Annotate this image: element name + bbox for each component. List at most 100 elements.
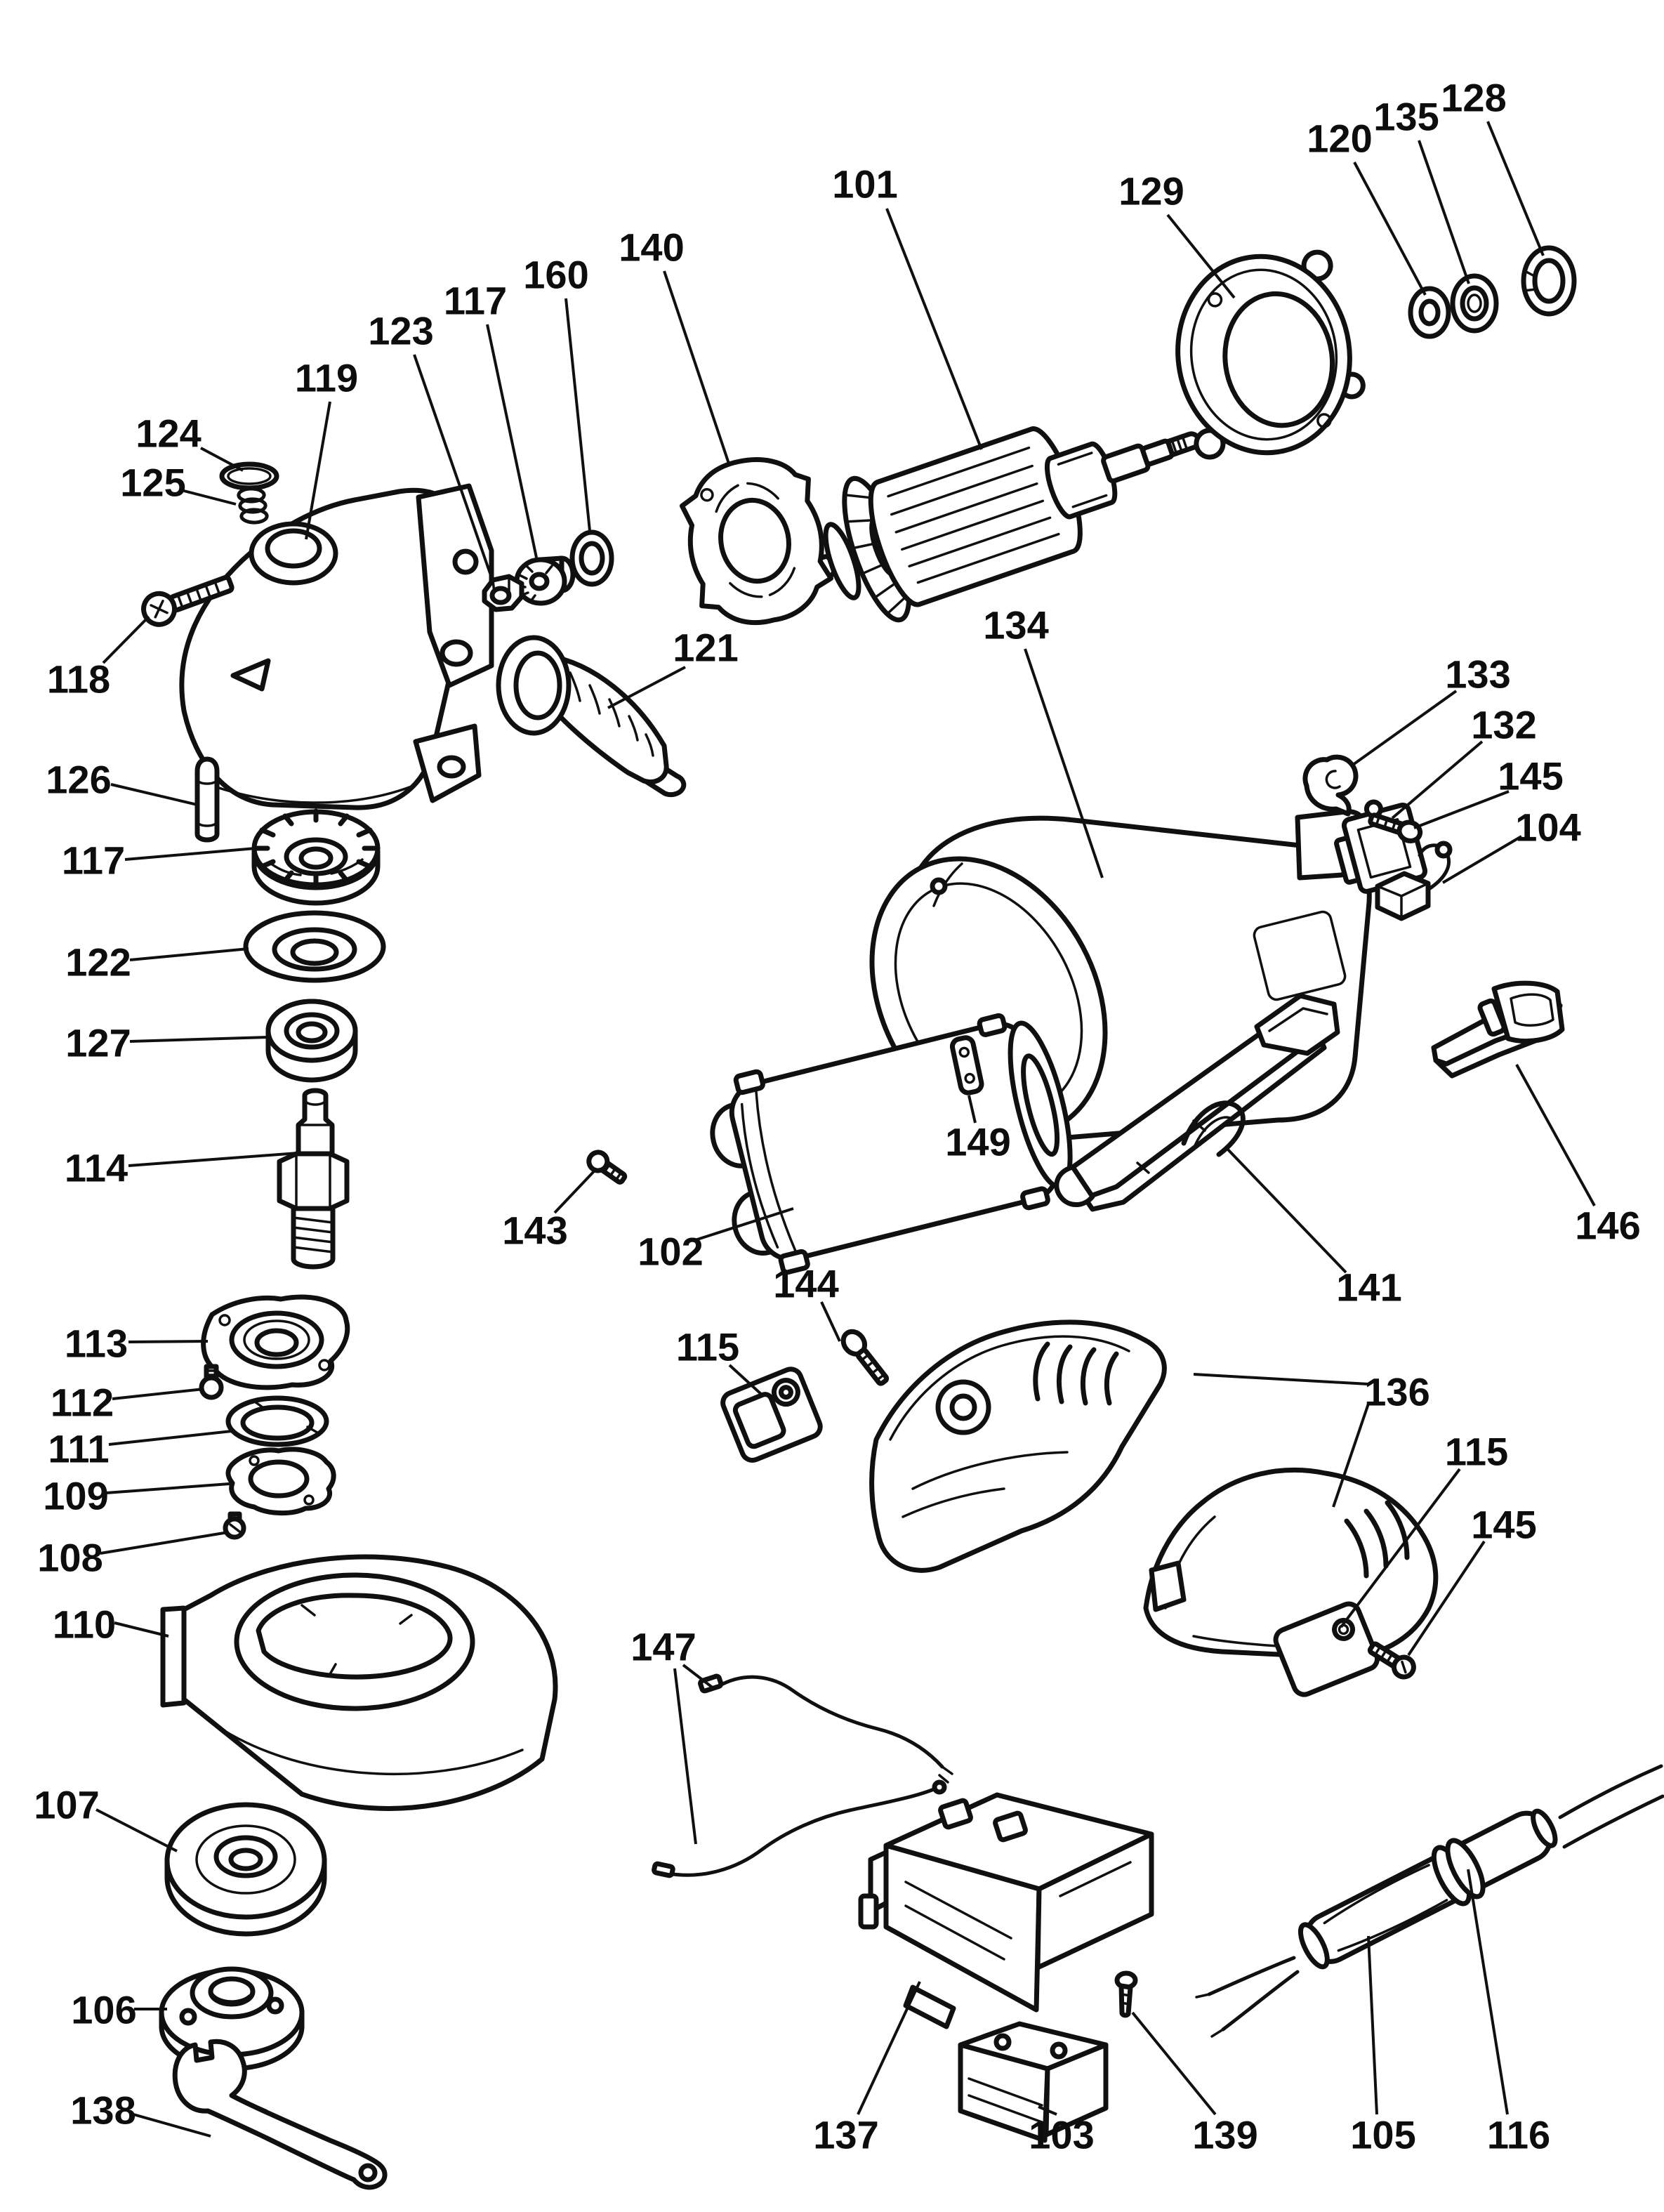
callout-144-leader (820, 1301, 841, 1342)
callout-123-leader (413, 354, 494, 582)
part-107-backing-disc (164, 1802, 327, 1937)
callout-116-leader (1467, 1869, 1509, 2115)
callout-127-label: 127 (65, 1021, 131, 1065)
callout-124-leader (200, 447, 244, 472)
part-109-lock-plate (225, 1447, 336, 1516)
callout-126-leader (110, 783, 198, 806)
part-112-screw (199, 1364, 224, 1400)
part-127-bearing (265, 999, 358, 1083)
callout-105-leader (1367, 1935, 1378, 2115)
part-115-cover-plate-bottom (1273, 1601, 1380, 1697)
callout-147-label: 147 (630, 1625, 696, 1669)
callout-139-label: 139 (1192, 2113, 1257, 2157)
callout-121-leader (607, 666, 686, 709)
callout-111-label: 111 (48, 1427, 109, 1471)
callout-117-left-leader (124, 847, 256, 861)
callout-118-leader (102, 615, 150, 664)
callout-107-label: 107 (34, 1783, 99, 1827)
callout-112-leader (112, 1388, 204, 1400)
part-141-slider-bar (1054, 993, 1340, 1212)
callout-139-leader (1131, 2011, 1217, 2116)
callout-104-label: 104 (1515, 805, 1580, 850)
callout-114-leader (128, 1152, 298, 1167)
part-125-spring (237, 487, 269, 525)
callout-136-leader (1332, 1403, 1370, 1508)
callout-117-left-label: 117 (62, 838, 125, 883)
part-119-gear-case (179, 483, 494, 810)
callout-116-label: 116 (1487, 2113, 1550, 2157)
callout-133-leader (1352, 690, 1458, 766)
callout-146-label: 146 (1575, 1204, 1640, 1248)
parts-layer (141, 245, 1664, 2190)
part-140-baffle-plate (679, 457, 834, 626)
callout-135-label: 135 (1373, 95, 1439, 139)
part-116-power-cord (1195, 1764, 1664, 2038)
part-144-screw (840, 1329, 890, 1386)
part-126-pin (194, 756, 220, 843)
callout-119-label: 119 (295, 356, 358, 400)
part-146-slide-knob (1431, 980, 1565, 1079)
callout-127-leader (129, 1036, 270, 1043)
callout-103-leader (1038, 2105, 1057, 2116)
callout-143-label: 143 (502, 1209, 567, 1253)
part-117-pinion (514, 555, 576, 606)
part-160-bearing (569, 529, 614, 587)
callout-138-leader (133, 2113, 211, 2138)
callout-108-label: 108 (37, 1536, 103, 1580)
callout-105-label: 105 (1350, 2113, 1415, 2157)
callout-149-label: 149 (945, 1120, 1010, 1164)
callout-136-label: 136 (1364, 1370, 1429, 1414)
callout-104-leader (1441, 835, 1523, 884)
callout-112-label: 112 (51, 1381, 114, 1425)
callout-102-label: 102 (638, 1230, 703, 1274)
callout-102-leader (694, 1207, 794, 1242)
part-113-bearing-flange (201, 1294, 350, 1390)
part-143-screw (586, 1150, 628, 1185)
callout-103-label: 103 (1029, 2113, 1094, 2157)
callout-107-leader (95, 1808, 178, 1852)
part-121-side-handle (496, 635, 687, 798)
callout-160-leader (564, 298, 591, 532)
part-103-terminal-block (958, 2021, 1109, 2143)
callout-128-leader (1486, 121, 1545, 256)
callout-113-label: 113 (65, 1322, 128, 1366)
callout-109-label: 109 (43, 1474, 108, 1518)
part-133-brush-cap (1302, 754, 1359, 817)
callout-149-leader (968, 1095, 977, 1124)
callout-113-leader (128, 1340, 209, 1343)
part-114-spindle (277, 1088, 350, 1270)
part-123-nut (482, 574, 524, 612)
callout-117-top-leader (486, 324, 538, 558)
part-138-pin-wrench (172, 2039, 388, 2190)
callout-115-bottom-label: 115 (1445, 1430, 1508, 1474)
callout-115-bottom-leader (1340, 1468, 1461, 1628)
callout-120-label: 120 (1307, 117, 1372, 161)
callout-137-leader (857, 1981, 921, 2115)
callout-119-leader (305, 401, 331, 540)
callout-141-leader (1226, 1147, 1347, 1274)
callout-117-top-label: 117 (444, 279, 507, 323)
callout-110-label: 110 (53, 1602, 116, 1647)
callout-145-bottom-label: 145 (1471, 1503, 1536, 1547)
callout-122-label: 122 (65, 940, 131, 985)
part-135-bearing (1450, 273, 1499, 334)
callout-108-leader (100, 1531, 229, 1555)
callout-140-leader (663, 270, 730, 464)
callout-101-leader (885, 208, 983, 450)
callout-160-label: 160 (523, 253, 588, 297)
callout-135-leader (1418, 140, 1470, 284)
part-145-screw-bottom (1367, 1641, 1416, 1680)
callout-129-leader (1166, 213, 1236, 299)
part-108-screw (223, 1511, 246, 1540)
callout-121-label: 121 (673, 626, 738, 670)
callout-115-left-label: 115 (676, 1325, 739, 1369)
callout-147-leader (673, 1668, 697, 1845)
part-137-switch (858, 1792, 1154, 2029)
callout-134-leader (1024, 648, 1104, 878)
callout-137-label: 137 (813, 2113, 878, 2157)
callout-136-leader (1193, 1373, 1369, 1385)
part-149-brush-clip (949, 1035, 984, 1095)
callout-134-label: 134 (983, 603, 1048, 647)
